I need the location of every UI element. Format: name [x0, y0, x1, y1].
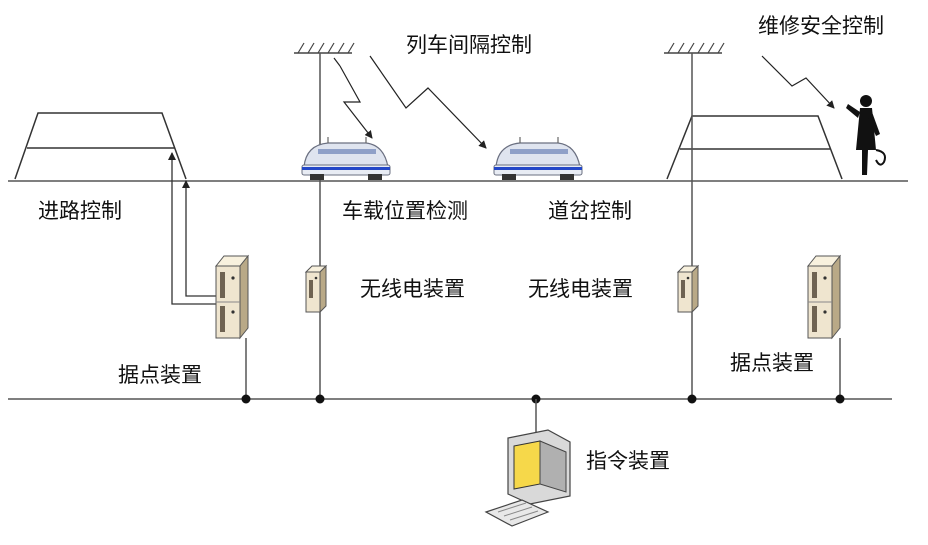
label-train-interval-control: 列车间隔控制 — [406, 33, 532, 57]
radio-icon-right — [677, 265, 699, 313]
label-maintenance-safety-control: 维修安全控制 — [758, 14, 884, 38]
label-command-device: 指令装置 — [586, 449, 670, 473]
antenna-icon-right — [663, 42, 725, 54]
train-icon-1 — [301, 136, 391, 181]
label-onboard-position-detection: 车载位置检测 — [342, 199, 468, 223]
train-icon-2 — [493, 136, 583, 181]
label-switch-control: 道岔控制 — [548, 199, 632, 223]
route-control-link — [168, 152, 222, 305]
server-icon-right — [807, 255, 841, 339]
server-icon-left — [215, 255, 249, 339]
bus-junctions — [241, 394, 845, 404]
label-base-station-left: 据点装置 — [118, 363, 202, 387]
antenna-icon-left — [293, 42, 355, 54]
label-radio-device-right: 无线电装置 — [528, 277, 633, 301]
label-base-station-right: 据点装置 — [730, 351, 814, 375]
signal-gantry-right — [666, 115, 843, 180]
computer-icon — [484, 429, 571, 527]
wireless-link-icon-1 — [333, 57, 373, 139]
wireless-link-icon-3 — [761, 55, 835, 109]
radio-icon-left — [305, 265, 327, 313]
wireless-link-icon-2 — [369, 55, 487, 149]
label-route-control: 进路控制 — [38, 199, 122, 223]
worker-icon — [846, 95, 886, 175]
label-radio-device-left: 无线电装置 — [360, 277, 465, 301]
signal-gantry-left — [14, 112, 187, 180]
